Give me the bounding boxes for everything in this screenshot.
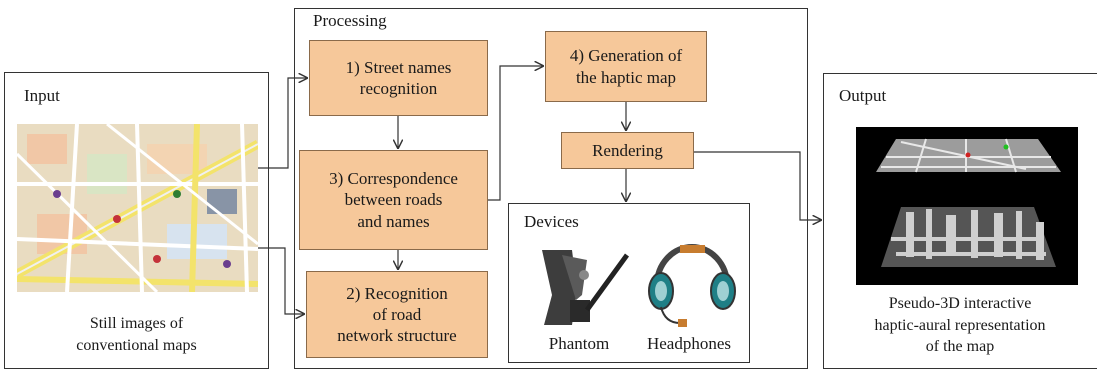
- pseudo-3d-map-image: [856, 127, 1078, 285]
- street-map-image: [14, 122, 261, 294]
- phantom-label: Phantom: [548, 334, 610, 353]
- input-caption-line2: conventional maps: [76, 336, 197, 354]
- rendering-box: Rendering: [561, 132, 694, 169]
- step3-line1: 3) Correspondence: [329, 169, 458, 189]
- arrow-map-to-step2: [258, 247, 304, 314]
- output-caption-line2: haptic-aural representation: [874, 316, 1046, 334]
- input-caption-line1: Still images of: [89, 315, 184, 332]
- step2-line1: 2) Recognition: [346, 283, 448, 303]
- output-caption-line3: of the map: [925, 338, 995, 356]
- processing-title: Processing: [313, 11, 387, 30]
- headphones-label: Headphones: [646, 334, 732, 353]
- headphones-icon: [645, 235, 740, 330]
- output-title: Output: [839, 86, 887, 105]
- devices-title: Devices: [524, 212, 579, 231]
- step3-line2: between roads: [344, 190, 443, 210]
- input-title: Input: [24, 86, 60, 105]
- devices-panel: [508, 203, 750, 363]
- step2-road-network-box: 2) Recognition of road network structure: [306, 271, 488, 358]
- step1-line2: recognition: [359, 79, 438, 98]
- arrow-rendering-to-output: [694, 151, 821, 220]
- step4-haptic-map-box: 4) Generation of the haptic map: [545, 31, 707, 102]
- step3-correspondence-box: 3) Correspondence between roads and name…: [299, 150, 488, 250]
- step4-line1: 4) Generation of: [569, 46, 683, 66]
- step2-line3: network structure: [337, 326, 457, 346]
- phantom-device-icon: [532, 240, 632, 330]
- output-caption: Pseudo-3D interactive haptic-aural repre…: [823, 293, 1097, 358]
- rendering-label: Rendering: [592, 140, 663, 160]
- step1-line1: 1) Street names: [345, 57, 452, 77]
- input-caption: Still images of conventional maps: [4, 313, 269, 356]
- step2-line2: of road: [372, 304, 422, 324]
- output-caption-line1: Pseudo-3D interactive: [888, 295, 1032, 312]
- step4-line2: the haptic map: [575, 67, 677, 87]
- step3-line3: and names: [357, 211, 430, 231]
- arrow-map-to-step1: [258, 78, 307, 169]
- step1-street-names-box: 1) Street names recognition: [309, 40, 488, 116]
- arrow-step3-to-step4: [488, 66, 543, 201]
